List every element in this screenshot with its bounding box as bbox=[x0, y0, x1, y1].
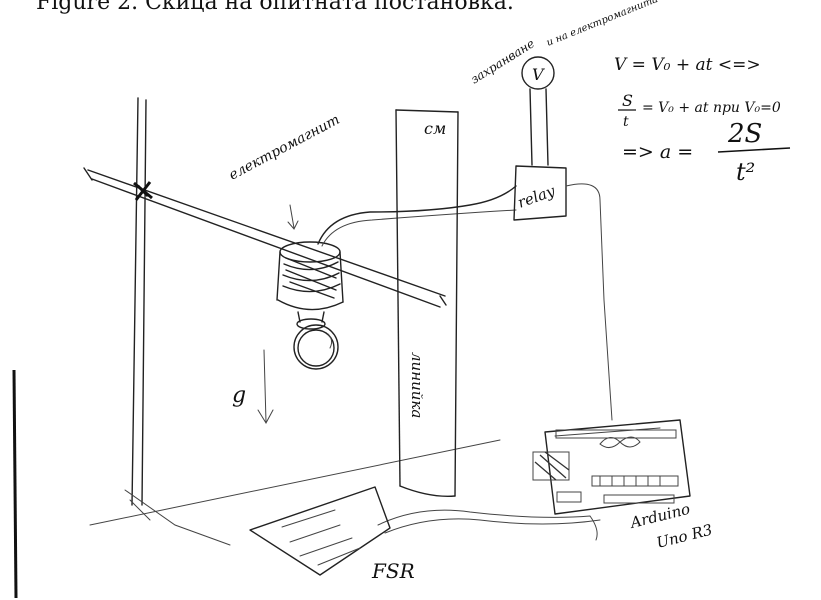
stand-pole bbox=[132, 98, 146, 505]
gravity-arrow bbox=[258, 350, 273, 423]
relay-label: relay bbox=[515, 182, 558, 212]
equation-line-1: V = V₀ + at <=> bbox=[614, 55, 761, 75]
page-margin-line bbox=[14, 370, 16, 598]
electromagnet bbox=[277, 242, 343, 329]
fsr-label: FSR bbox=[371, 559, 415, 583]
equation-line-2-den: t bbox=[623, 114, 629, 130]
ruler-unit-label: см bbox=[424, 119, 446, 138]
electromagnet-arrow bbox=[288, 205, 298, 229]
equation-line-3-num: 2S bbox=[727, 119, 762, 149]
ruler bbox=[396, 110, 458, 496]
horizontal-bar bbox=[84, 168, 446, 307]
ruler-label: линийка bbox=[408, 352, 426, 418]
floor-lines bbox=[90, 440, 500, 545]
equations: V = V₀ + at <=> S t = V₀ + at при V₀=0 =… bbox=[614, 55, 790, 186]
gravity-label: g bbox=[232, 383, 246, 408]
equation-line-2-num: S bbox=[622, 91, 633, 110]
fsr-sensor bbox=[250, 487, 390, 575]
steel-ball bbox=[294, 325, 338, 369]
wire-relay-arduino bbox=[566, 184, 612, 420]
voltmeter-wires bbox=[530, 89, 548, 165]
voltmeter-symbol: V bbox=[532, 65, 545, 84]
equation-line-3-den: t² bbox=[736, 158, 755, 186]
equation-line-3-prefix: => a = bbox=[622, 141, 693, 163]
electromagnet-label: електромагнит bbox=[226, 112, 342, 184]
voltmeter-note-2: и на електромагнита bbox=[545, 0, 660, 49]
wire-fsr-arduino-2 bbox=[385, 519, 600, 533]
equation-line-2-rest: = V₀ + at при V₀=0 bbox=[642, 100, 781, 116]
wire-magnet-relay bbox=[318, 186, 516, 244]
arduino-label-2: Uno R3 bbox=[655, 521, 715, 552]
arduino-board bbox=[533, 420, 690, 514]
